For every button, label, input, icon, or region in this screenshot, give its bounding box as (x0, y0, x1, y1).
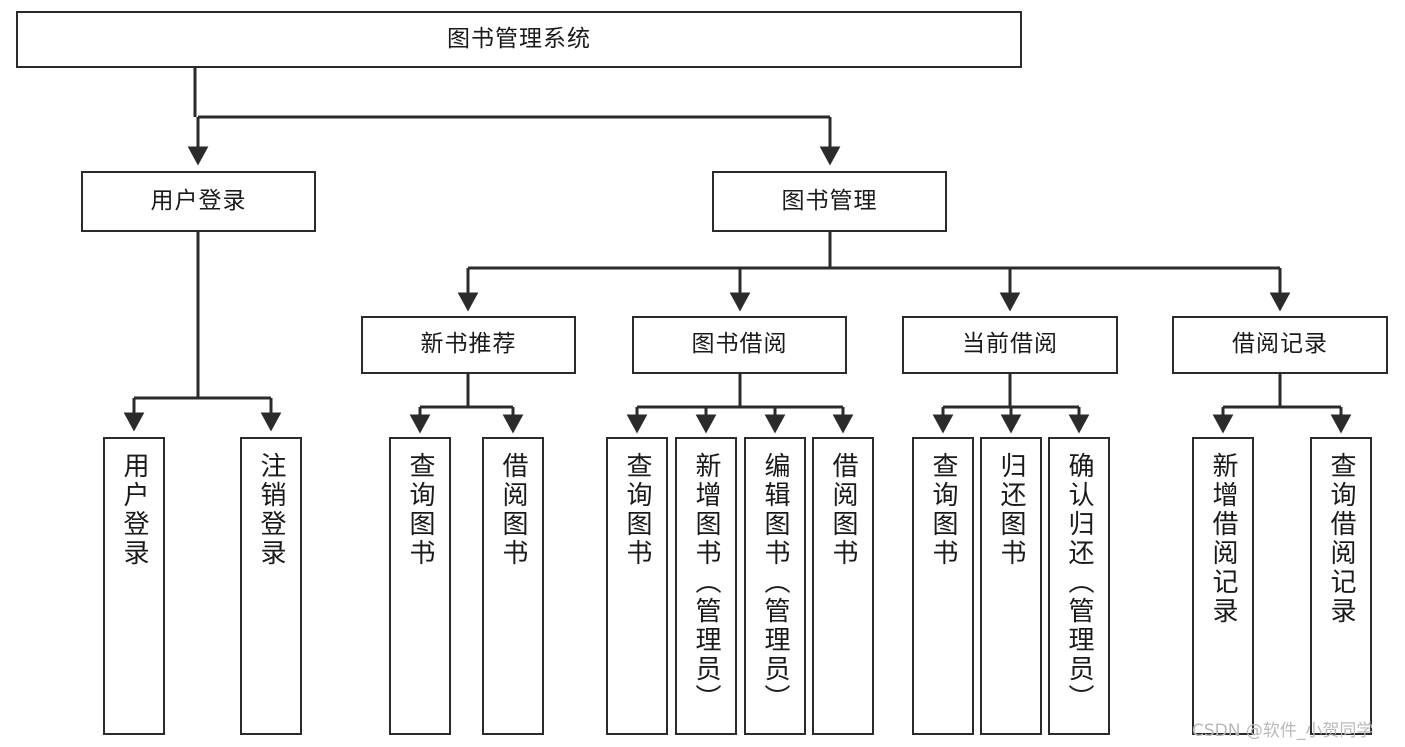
leaf-book-borrow-edit[interactable]: 编辑图书（管理员） (744, 437, 806, 735)
leaf-new-book-borrow[interactable]: 借阅图书 (482, 437, 544, 735)
node-label: 新增图书（管理员） (691, 452, 721, 713)
leaf-borrow-record-query[interactable]: 查询借阅记录 (1310, 437, 1372, 735)
leaf-borrow-record-add[interactable]: 新增借阅记录 (1192, 437, 1254, 735)
node-user-login[interactable]: 用户登录 (81, 171, 316, 232)
leaf-book-borrow-query[interactable]: 查询图书 (606, 437, 668, 735)
node-label: 借阅记录 (1232, 331, 1328, 358)
leaf-user-login-logout[interactable]: 注销登录 (240, 437, 302, 735)
node-label: 查询图书 (928, 452, 958, 568)
node-label: 注销登录 (256, 452, 286, 568)
node-new-book-recommend[interactable]: 新书推荐 (361, 316, 576, 374)
node-label: 查询图书 (622, 452, 652, 568)
node-borrow-record[interactable]: 借阅记录 (1172, 316, 1388, 374)
node-book-management[interactable]: 图书管理 (712, 171, 947, 232)
node-label: 用户登录 (150, 187, 247, 214)
node-label: 用户登录 (119, 452, 149, 568)
leaf-user-login-login[interactable]: 用户登录 (103, 437, 165, 735)
node-label: 新书推荐 (420, 331, 517, 358)
leaf-current-borrow-return[interactable]: 归还图书 (980, 437, 1042, 735)
node-label: 查询图书 (405, 452, 435, 568)
leaf-book-borrow-add[interactable]: 新增图书（管理员） (675, 437, 737, 735)
node-label: 当前借阅 (962, 331, 1058, 358)
node-label: 归还图书 (996, 452, 1026, 568)
node-label: 确认归还（管理员） (1064, 452, 1094, 713)
csdn-watermark: CSDN @软件_小贺同学 (1192, 721, 1374, 741)
leaf-current-borrow-query[interactable]: 查询图书 (912, 437, 974, 735)
node-label: 编辑图书（管理员） (760, 452, 790, 713)
node-label: 查询借阅记录 (1326, 452, 1356, 626)
node-current-borrow[interactable]: 当前借阅 (902, 316, 1118, 374)
node-label: 借阅图书 (828, 452, 858, 568)
leaf-current-borrow-confirm-return[interactable]: 确认归还（管理员） (1048, 437, 1110, 735)
node-root-book-management-system[interactable]: 图书管理系统 (16, 11, 1022, 68)
node-label: 借阅图书 (498, 452, 528, 568)
node-label: 图书管理系统 (447, 25, 591, 52)
node-label: 图书管理 (781, 187, 878, 214)
leaf-book-borrow-borrow[interactable]: 借阅图书 (812, 437, 874, 735)
node-label: 图书借阅 (691, 331, 788, 358)
node-book-borrow[interactable]: 图书借阅 (632, 316, 847, 374)
leaf-new-book-query[interactable]: 查询图书 (389, 437, 451, 735)
node-label: 新增借阅记录 (1208, 452, 1238, 626)
